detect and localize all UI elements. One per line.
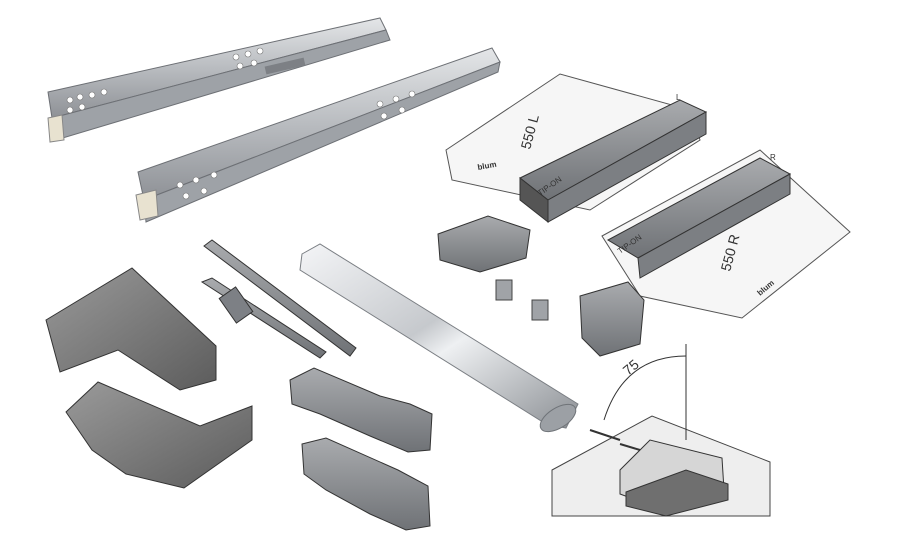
connector-bracket-top: [289, 367, 433, 453]
spacer-block: [531, 299, 549, 321]
synchronisation-rod: [299, 243, 579, 433]
front-fixing-clip-left: [437, 215, 531, 273]
installation-detail: 75: [551, 344, 771, 517]
front-fixing-clip-right: [579, 281, 645, 357]
tip-on-unit-right: 550 R TIP-ON blum R: [601, 149, 851, 319]
drawer-runner-top: [47, 17, 391, 143]
dimension-label: 75: [620, 356, 642, 378]
spacer-block: [495, 279, 513, 301]
side-label-left: L: [676, 93, 681, 102]
drilling-jig: [45, 267, 253, 489]
locking-pins: [200, 239, 357, 359]
connector-bracket-bottom: [301, 437, 431, 531]
brand-left: blum: [477, 160, 497, 172]
side-label-right: R: [770, 153, 776, 162]
drawer-runner-bottom: [135, 47, 501, 223]
tip-on-unit-left: 550 L TIP-ON blum L: [445, 73, 708, 224]
